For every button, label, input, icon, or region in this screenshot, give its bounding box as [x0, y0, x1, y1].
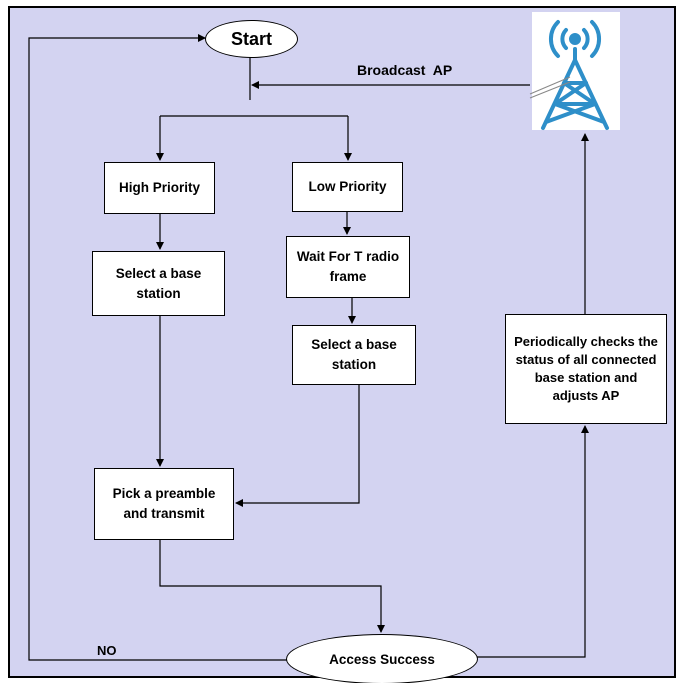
periodic-check-box: Periodically checks the status of all co…: [505, 314, 667, 424]
high-priority-label: High Priority: [118, 180, 200, 196]
select-base-station-high-label: Select a base station: [115, 265, 202, 301]
low-priority-label: Low Priority: [308, 179, 387, 195]
pick-preamble-label: Pick a preamble and transmit: [112, 486, 216, 521]
select-base-station-high-box: Select a base station: [92, 251, 225, 316]
edge-no-loop: [28, 34, 288, 661]
no-label: NO: [97, 643, 117, 658]
wait-label: Wait For T radio frame: [296, 249, 400, 284]
edge-access-periodic: [476, 425, 589, 658]
pick-preamble-box: Pick a preamble and transmit: [94, 468, 234, 540]
edge-pick-access: [159, 540, 385, 633]
high-priority-box: High Priority: [104, 162, 215, 214]
start-node: Start: [205, 20, 298, 58]
low-priority-box: Low Priority: [292, 162, 403, 212]
select-base-station-low-box: Select a base station: [292, 325, 416, 385]
edge-select-low-pick: [235, 385, 360, 507]
periodic-check-label: Periodically checks the status of all co…: [514, 333, 658, 404]
broadcast-ap-label: Broadcast AP: [357, 62, 453, 78]
start-label: Start: [230, 28, 272, 49]
connectors: [28, 34, 589, 661]
cell-tower-icon: [529, 12, 620, 130]
access-success-node: Access Success: [286, 634, 478, 683]
select-base-station-low-label: Select a base station: [311, 337, 397, 372]
access-success-label: Access Success: [329, 651, 435, 667]
wait-box: Wait For T radio frame: [286, 236, 410, 298]
